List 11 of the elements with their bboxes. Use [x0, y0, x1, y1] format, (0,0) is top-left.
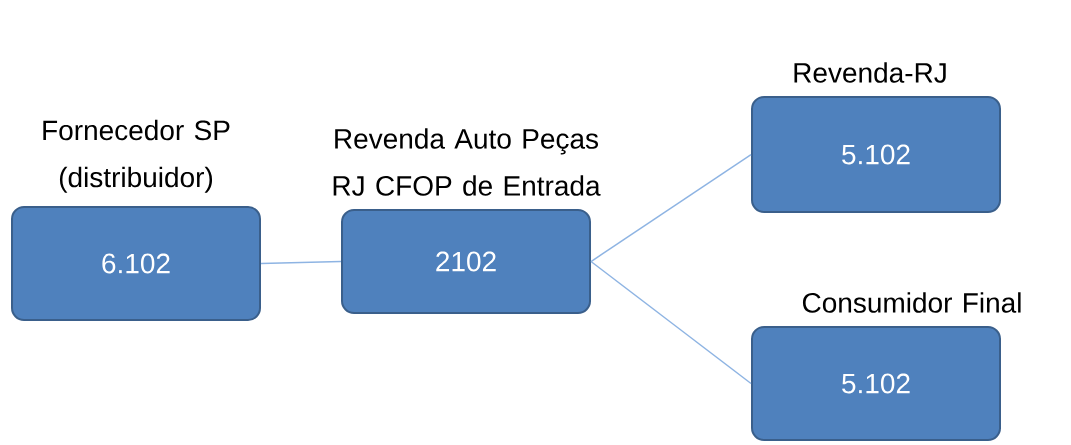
- box-heading: Revenda Auto Peças RJ CFOP de Entrada: [333, 128, 601, 196]
- connector-line: [260, 260, 342, 265]
- box-heading: Consumidor Final: [802, 292, 1021, 313]
- process-box: 5.102: [751, 96, 1001, 213]
- box-heading: Revenda-RJ: [794, 62, 946, 83]
- process-box: 6.102: [11, 206, 261, 321]
- process-box: 2102: [341, 209, 591, 314]
- box-heading: Fornecedor SP (distribuidor): [43, 119, 230, 193]
- connector-line: [590, 260, 752, 385]
- connector-line: [590, 153, 752, 263]
- process-box: 5.102: [751, 326, 1001, 441]
